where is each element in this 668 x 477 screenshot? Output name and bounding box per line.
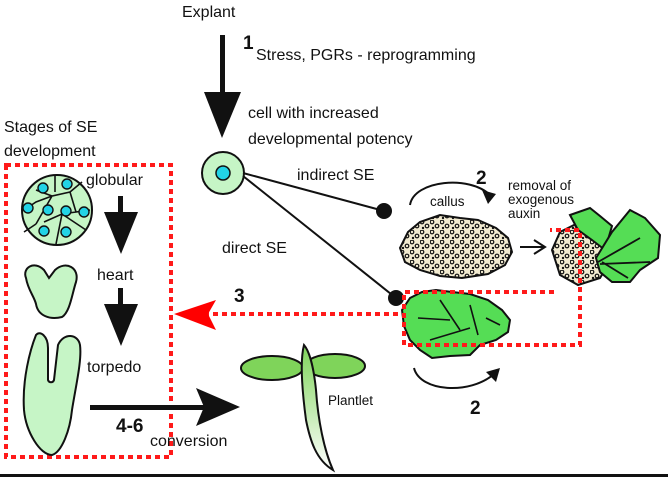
removal-label-line3: auxin: [508, 206, 540, 221]
embryo-cycle-arrow: [413, 367, 500, 390]
callus-cycle-arrow: [409, 181, 496, 206]
arrow-heart-to-torpedo: [104, 288, 138, 346]
potent-cell-icon: [201, 151, 245, 195]
callus-with-embryos-icon: [550, 206, 662, 287]
direct-se-label: direct SE: [222, 240, 287, 257]
indirect-se-label: indirect SE: [297, 167, 374, 184]
step1-number: 1: [243, 33, 254, 54]
step1-label: Stress, PGRs - reprogramming: [256, 47, 476, 64]
torpedo-embryo-icon: [22, 332, 82, 457]
conversion-label: conversion: [150, 433, 227, 450]
callus-label: callus: [430, 194, 465, 209]
stage-heart-label: heart: [97, 267, 134, 284]
direct-se-connector: [242, 175, 404, 306]
arrow-conversion: [90, 388, 240, 426]
step46-number: 4-6: [116, 416, 143, 437]
step2-bottom-number: 2: [470, 398, 481, 419]
arrow-step3: [174, 300, 398, 330]
stage-globular-label: globular: [86, 172, 144, 189]
step3-number: 3: [234, 286, 245, 307]
globular-embryo-icon: [21, 174, 93, 246]
callus-icon: [398, 213, 514, 280]
arrow-globular-to-heart: [104, 196, 138, 254]
indirect-se-connector: [242, 172, 392, 219]
heart-embryo-icon: [24, 264, 78, 319]
stages-frame: [4, 163, 173, 459]
step2-top-number: 2: [476, 168, 487, 189]
stage-torpedo-label: torpedo: [87, 359, 141, 376]
plantlet-icon: [240, 342, 366, 473]
removal-arrow: [520, 239, 547, 255]
explant-label: Explant: [182, 4, 236, 21]
cell-label-line2: developmental potency: [248, 131, 413, 148]
cell-label-line1: cell with increased: [248, 105, 379, 122]
removal-label-line1: removal of: [508, 178, 571, 193]
plantlet-label: Plantlet: [328, 393, 373, 408]
arrow-step1: [204, 35, 241, 138]
stages-title-line2: development: [4, 143, 96, 160]
stages-title-line1: Stages of SE: [4, 119, 97, 136]
red-dotted-loop: [402, 228, 582, 347]
removal-label-line2: exogenous: [508, 192, 574, 207]
bottom-rule: [0, 474, 668, 477]
embryo-cluster-icon: [400, 288, 512, 360]
